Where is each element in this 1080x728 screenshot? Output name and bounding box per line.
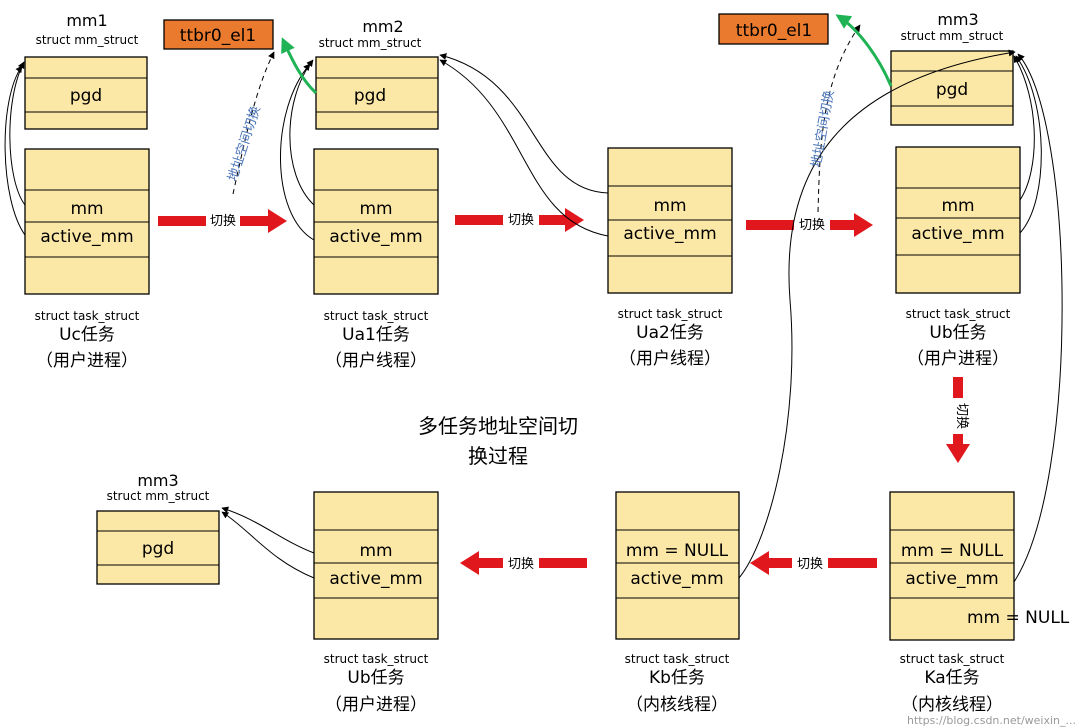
mm2-pgd: pgd (354, 86, 386, 106)
kb-name: Kb任务 (649, 668, 705, 688)
ka-type: struct task_struct (900, 652, 1005, 666)
ub-bottom-kind: （用户进程） (325, 695, 427, 715)
task-ua2: mm active_mm struct task_struct Ua2任务 （用… (607, 147, 733, 369)
ub-top-kind: （用户进程） (907, 349, 1009, 369)
mm3-top-pgd: pgd (936, 80, 968, 100)
mm1-struct: mm1 struct mm_struct pgd (24, 11, 148, 130)
switch-arrow-kb-ub: 切换 (460, 551, 587, 575)
kb-mm-field: mm = NULL (626, 541, 729, 561)
ua1-name: Ua1任务 (342, 325, 410, 345)
addr-switch-label-right: 地址空间切换 (809, 89, 837, 168)
ua2-active-mm-field: active_mm (623, 224, 716, 244)
mm3-bottom-pgd: pgd (142, 539, 174, 559)
switch-label-3: 切换 (799, 218, 825, 233)
switch-label-2: 切换 (508, 213, 534, 228)
ub-top-type: struct task_struct (906, 307, 1011, 321)
ttbr0-register-right: ttbr0_el1 (718, 13, 829, 45)
task-ua1: mm active_mm struct task_struct Ua1任务 （用… (313, 148, 439, 371)
ub-top-mm-field: mm (941, 196, 974, 216)
ub-top-active-mm-field: active_mm (911, 224, 1004, 244)
ua1-mm-field: mm (359, 199, 392, 219)
uc-name: Uc任务 (59, 325, 115, 345)
ka-name: Ka任务 (924, 668, 979, 688)
switch-arrow-uc-ua1: 切换 (158, 209, 287, 233)
addr-switch-label-left: 地址空间切换 (226, 104, 264, 183)
ub-top-name: Ub任务 (929, 323, 986, 343)
ka-mm-field: mm = NULL (901, 541, 1004, 561)
ka-active-mm-field: active_mm (905, 569, 998, 589)
task-ub-bottom: mm active_mm struct task_struct Ub任务 （用户… (313, 491, 439, 715)
ua2-mm-field: mm (653, 196, 686, 216)
kb-active-mm-field: active_mm (630, 569, 723, 589)
mm2-name: mm2 (362, 17, 403, 36)
mm3-struct-top: mm3 struct mm_struct pgd (890, 10, 1014, 126)
ua2-kind: （用户线程） (619, 349, 721, 369)
mm3-bottom-name: mm3 (137, 471, 178, 490)
task-uc: mm active_mm struct task_struct Uc任务 （用户… (24, 148, 150, 371)
mm1-type: struct mm_struct (36, 33, 139, 47)
mm2-type: struct mm_struct (319, 36, 422, 50)
kb-kind: （内核线程） (626, 695, 728, 715)
mm3-struct-bottom: mm3 struct mm_struct pgd (96, 471, 220, 585)
mm1-name: mm1 (66, 11, 107, 30)
task-kb: mm = NULL active_mm struct task_struct K… (615, 491, 740, 715)
mm1-pgd: pgd (70, 86, 102, 106)
addr-switch-right: 地址空间切换 (809, 14, 893, 213)
ttbr0-left-label: ttbr0_el1 (180, 26, 256, 46)
mm3-bottom-type: struct mm_struct (107, 489, 210, 503)
ua1-kind: （用户线程） (325, 351, 427, 371)
task-ka: mm = NULL active_mm mm = NULL struct tas… (889, 491, 1070, 715)
pointer-connectors (4, 49, 1063, 583)
ka-kind: （内核线程） (901, 695, 1003, 715)
ua2-type: struct task_struct (618, 307, 723, 321)
switch-arrow-ub-ka: 切换 (946, 377, 970, 463)
switch-label-4: 切换 (954, 403, 969, 429)
ub-bottom-name: Ub任务 (347, 668, 404, 688)
mm3-top-type: struct mm_struct (901, 29, 1004, 43)
diagram-title-line2: 换过程 (468, 444, 528, 468)
diagram-title-line1: 多任务地址空间切 (418, 414, 578, 438)
switch-arrow-ua1-ua2: 切换 (455, 208, 584, 232)
ka-extra-mm-null: mm = NULL (967, 608, 1070, 628)
uc-active-mm-field: active_mm (40, 227, 133, 247)
uc-kind: （用户进程） (36, 351, 138, 371)
ub-bottom-active-mm-field: active_mm (329, 569, 422, 589)
switch-label-1: 切换 (210, 214, 236, 229)
ua1-active-mm-field: active_mm (329, 227, 422, 247)
switch-label-6: 切换 (508, 557, 534, 572)
ttbr0-right-label: ttbr0_el1 (736, 21, 812, 41)
ub-bottom-mm-field: mm (359, 541, 392, 561)
switch-arrow-ka-kb: 切换 (750, 551, 877, 575)
ttbr0-register-left: ttbr0_el1 (163, 19, 274, 50)
ua2-name: Ua2任务 (636, 323, 704, 343)
watermark-text: https://blog.csdn.net/weixin_... (907, 714, 1076, 727)
mm3-top-name: mm3 (937, 10, 978, 29)
mm2-struct: mm2 struct mm_struct pgd (315, 17, 439, 130)
ub-bottom-type: struct task_struct (324, 652, 429, 666)
kb-type: struct task_struct (625, 652, 730, 666)
switch-arrow-ua2-ub: 切换 (746, 213, 873, 237)
switch-label-5: 切换 (797, 557, 823, 572)
ua1-type: struct task_struct (324, 309, 429, 323)
addr-switch-left: 地址空间切换 (226, 37, 318, 195)
uc-mm-field: mm (70, 199, 103, 219)
task-ub-top: mm active_mm struct task_struct Ub任务 （用户… (895, 146, 1021, 369)
uc-type: struct task_struct (35, 309, 140, 323)
